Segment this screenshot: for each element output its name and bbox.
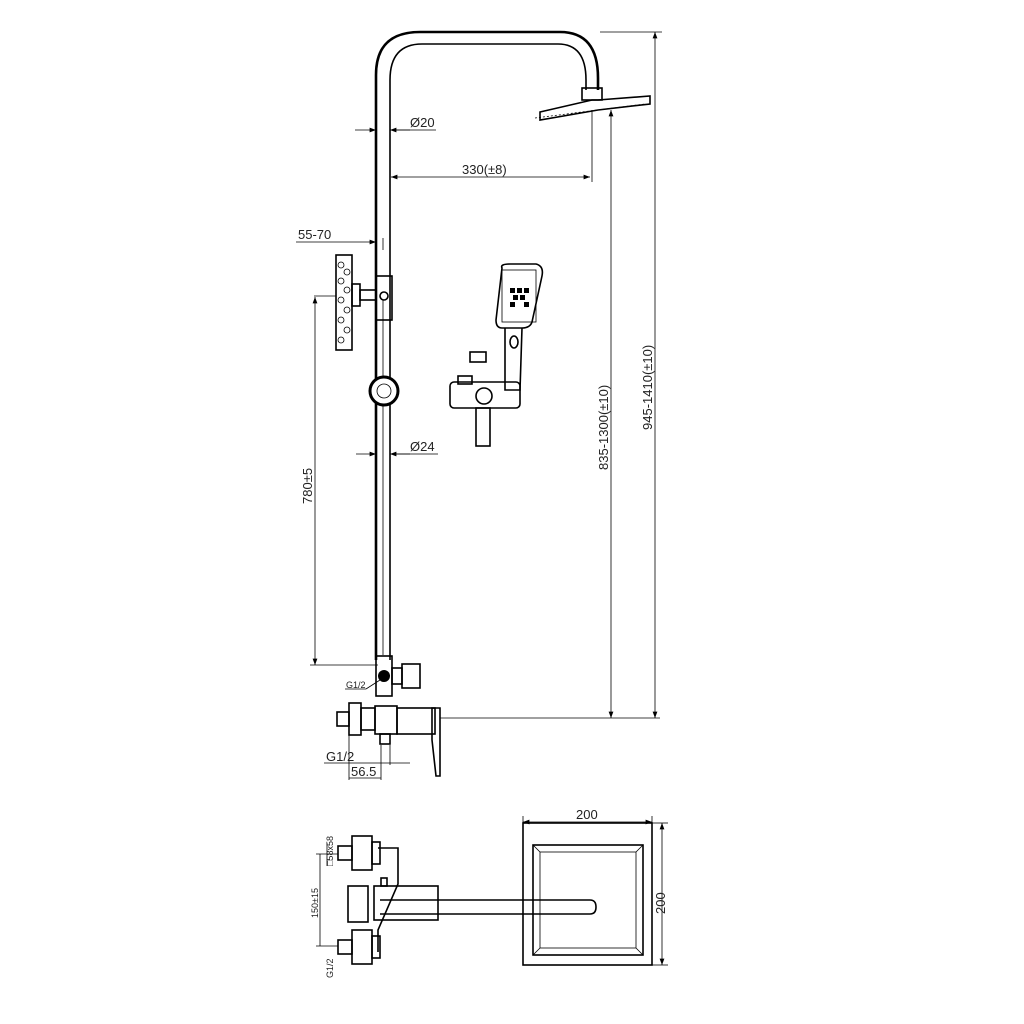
label-inlet-offset: 56.5	[351, 764, 376, 779]
wall-bracket	[314, 254, 393, 351]
dim-bar-diameter: Ø24	[356, 439, 438, 457]
label-arm-reach: 330(±8)	[462, 162, 507, 177]
label-escutcheon: □58x58	[325, 836, 335, 866]
dim-height-b: 945-1410(±10)	[600, 31, 662, 718]
label-pipe-diameter: Ø20	[410, 115, 435, 130]
slider-knob	[368, 375, 400, 407]
label-inlet-thread: G1/2	[326, 749, 354, 764]
dim-height-a: 835-1300(±10)	[596, 110, 614, 718]
label-bar-length: 780±5	[300, 468, 315, 504]
dim-arm-reach: 330(±8)	[391, 110, 593, 182]
label-height-a: 835-1300(±10)	[596, 385, 611, 470]
label-bar-diameter: Ø24	[410, 439, 435, 454]
dim-bar-length: 780±5	[300, 297, 378, 666]
label-inlet-thread-top: G1/2	[325, 958, 335, 978]
label-head-width: 200	[576, 807, 598, 822]
label-diverter-thread: G1/2	[346, 680, 366, 690]
label-height-b: 945-1410(±10)	[640, 345, 655, 430]
top-view: □58x58 150±15 G1/2 200 200	[310, 807, 668, 978]
label-wall-offset: 55-70	[298, 227, 331, 242]
label-head-depth: 200	[653, 892, 668, 914]
dim-pipe-diameter: Ø20	[355, 115, 436, 133]
dim-wall-offset: 55-70	[296, 227, 384, 250]
mixer-valve	[336, 702, 660, 777]
label-inlet-distance: 150±15	[310, 888, 320, 918]
rain-shower-head	[534, 87, 651, 121]
hand-shower-detail	[449, 263, 544, 447]
dim-inlet: G1/2 56.5	[324, 735, 410, 780]
diverter: G1/2	[345, 655, 421, 697]
riser-pipe	[374, 30, 600, 660]
